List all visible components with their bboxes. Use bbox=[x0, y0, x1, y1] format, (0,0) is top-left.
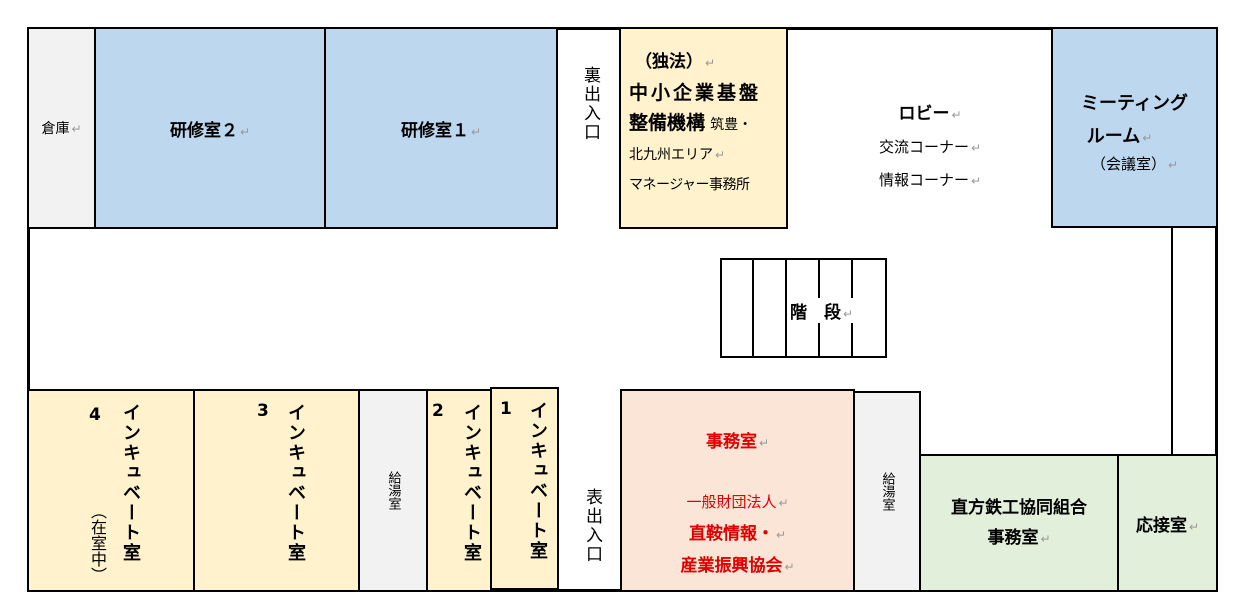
union-line2: 事務室 bbox=[987, 523, 1050, 554]
room-kitchen-1: 給湯室 bbox=[358, 389, 428, 592]
stairs bbox=[720, 258, 887, 358]
smrj-line2: 中小企業基盤 bbox=[629, 82, 762, 104]
room-label: インキュベート室 bbox=[120, 403, 141, 563]
union-line1: 直方鉄工協同組合 bbox=[951, 497, 1087, 518]
room-label: 給湯室 bbox=[385, 471, 401, 510]
room-label: 給湯室 bbox=[879, 472, 895, 511]
room-office: 事務室 一般財団法人 直鞍情報・ 産業振興協会 bbox=[620, 389, 855, 592]
room-storage: 倉庫 bbox=[27, 27, 96, 229]
room-union-office: 直方鉄工協同組合 事務室 bbox=[919, 454, 1119, 592]
room-label: 研修室２ bbox=[170, 116, 250, 141]
office-title: 事務室 bbox=[706, 427, 769, 459]
lobby-line2: 交流コーナー bbox=[840, 131, 1020, 164]
room-label: 研修室１ bbox=[401, 116, 481, 141]
room-note: （在室中） bbox=[88, 503, 107, 583]
stair-step bbox=[752, 258, 754, 358]
room-number: 4 bbox=[89, 405, 101, 425]
room-meeting: ミーティング ルーム （会議室） bbox=[1051, 27, 1218, 228]
room-number: 3 bbox=[257, 401, 269, 421]
lobby-line3: 情報コーナー bbox=[840, 164, 1020, 197]
room-incubate-1: 1 インキュベート室 bbox=[490, 387, 559, 590]
office-line2: 一般財団法人 bbox=[686, 487, 788, 519]
smrj-line1: （独法） bbox=[629, 47, 715, 78]
room-label: インキュベート室 bbox=[527, 401, 548, 561]
smrj-line3a: 整備機構 bbox=[629, 112, 706, 134]
room-number: 2 bbox=[432, 401, 444, 421]
meeting-line3: （会議室） bbox=[1091, 155, 1178, 174]
room-training-1: 研修室１ bbox=[324, 27, 558, 229]
room-smrj: （独法） 中小企業基盤 整備機構 筑豊・ 北九州エリア マネージャー事務所 bbox=[619, 27, 788, 229]
room-label: インキュベート室 bbox=[461, 403, 482, 563]
lobby-area: ロビー 交流コーナー 情報コーナー bbox=[840, 98, 1020, 197]
room-incubate-2: 2 インキュベート室 bbox=[426, 389, 493, 592]
room-training-2: 研修室２ bbox=[94, 27, 326, 229]
room-reception: 応接室 bbox=[1117, 454, 1218, 592]
office-line3: 直鞍情報・ bbox=[689, 519, 786, 551]
room-incubate-3: 3 インキュベート室 bbox=[193, 389, 360, 592]
smrj-line5: マネージャー事務所 bbox=[629, 177, 750, 193]
lobby-title: ロビー bbox=[840, 98, 1020, 131]
room-label: 応接室 bbox=[1136, 511, 1199, 536]
smrj-line3b: 筑豊・ bbox=[710, 117, 753, 133]
office-line4: 産業振興協会 bbox=[680, 551, 794, 583]
room-label: インキュベート室 bbox=[285, 403, 306, 563]
back-entrance-label: 裏出入口 bbox=[580, 66, 600, 142]
smrj-line4: 北九州エリア bbox=[629, 140, 725, 170]
room-incubate-4: 4 インキュベート室 （在室中） bbox=[27, 389, 195, 592]
front-entrance-label: 表出入口 bbox=[582, 488, 602, 564]
stair-step bbox=[785, 258, 787, 358]
meeting-line2: ルーム bbox=[1087, 120, 1153, 155]
room-label: 倉庫 bbox=[41, 118, 81, 138]
room-kitchen-2: 給湯室 bbox=[853, 391, 921, 592]
wall bbox=[1171, 226, 1173, 456]
meeting-line1: ミーティング bbox=[1081, 93, 1188, 114]
stairs-label: 階 段 bbox=[790, 298, 854, 323]
room-number: 1 bbox=[500, 399, 512, 419]
